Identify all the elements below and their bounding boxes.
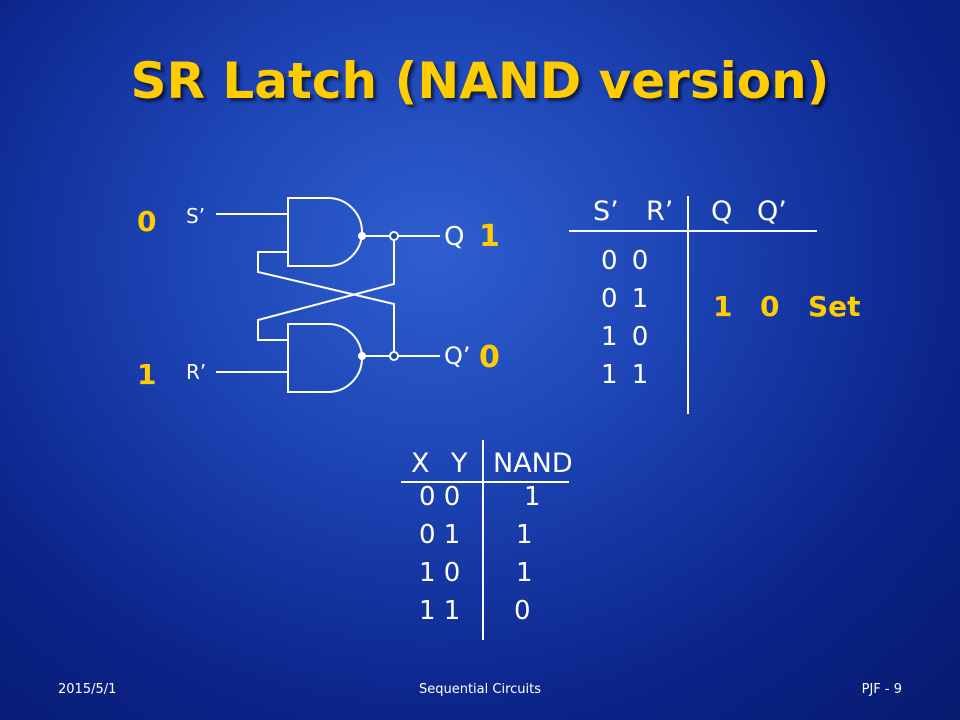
nand-header-x: X bbox=[411, 448, 430, 479]
slide-title: SR Latch (NAND version) bbox=[130, 52, 830, 110]
input-r-label: R’ bbox=[186, 360, 207, 384]
latch-header-q: Q bbox=[711, 196, 733, 227]
input-s-value: 0 bbox=[137, 205, 157, 238]
nand-row-2-xy: 1 0 bbox=[419, 558, 461, 588]
nand-row-1-xy: 0 1 bbox=[419, 520, 461, 550]
footer-date: 2015/5/1 bbox=[58, 682, 117, 697]
footer-center: Sequential Circuits bbox=[418, 682, 541, 697]
latch-table-divider-h bbox=[569, 230, 817, 232]
latch-table-divider-v bbox=[687, 196, 689, 414]
nand-table-divider-v bbox=[482, 440, 484, 640]
nand-row-3-xy: 1 1 bbox=[419, 596, 461, 626]
nand-bubble-top bbox=[358, 232, 366, 240]
latch-result-qn: 0 bbox=[760, 290, 780, 323]
latch-row-1: 0 1 bbox=[601, 284, 649, 314]
latch-header-qn: Q’ bbox=[757, 196, 787, 227]
latch-row-0: 0 0 bbox=[601, 246, 649, 276]
output-qn-value: 0 bbox=[479, 340, 500, 375]
nand-row-1-out: 1 bbox=[516, 520, 533, 550]
junction-qn bbox=[389, 351, 399, 361]
nand-row-2-out: 1 bbox=[516, 558, 533, 588]
latch-row-3: 1 1 bbox=[601, 360, 649, 390]
input-r-value: 1 bbox=[137, 358, 157, 391]
wire-feedback-qn bbox=[257, 251, 395, 356]
wire-feedback-q bbox=[257, 236, 395, 341]
latch-header-s: S’ bbox=[593, 196, 619, 227]
nand-gate-bottom bbox=[287, 323, 363, 393]
output-q-value: 1 bbox=[479, 219, 500, 254]
output-q-label: Q bbox=[444, 222, 465, 252]
nand-gate-top bbox=[287, 197, 363, 267]
nand-table-divider-h bbox=[401, 481, 569, 483]
output-qn-label: Q’ bbox=[444, 342, 471, 370]
footer-page: PJF - 9 bbox=[861, 682, 902, 697]
latch-header-r: R’ bbox=[646, 196, 674, 227]
nand-header-y: Y bbox=[451, 448, 468, 479]
input-s-label: S’ bbox=[186, 204, 206, 228]
latch-result-q: 1 bbox=[713, 290, 733, 323]
nand-row-0-out: 1 bbox=[524, 482, 541, 512]
junction-q bbox=[389, 231, 399, 241]
latch-result-label: Set bbox=[808, 290, 861, 323]
nand-bubble-bottom bbox=[358, 352, 366, 360]
nand-header-nand: NAND bbox=[493, 448, 573, 479]
nand-row-3-out: 0 bbox=[514, 596, 531, 626]
latch-row-2: 1 0 bbox=[601, 322, 649, 352]
nand-row-0-xy: 0 0 bbox=[419, 482, 461, 512]
